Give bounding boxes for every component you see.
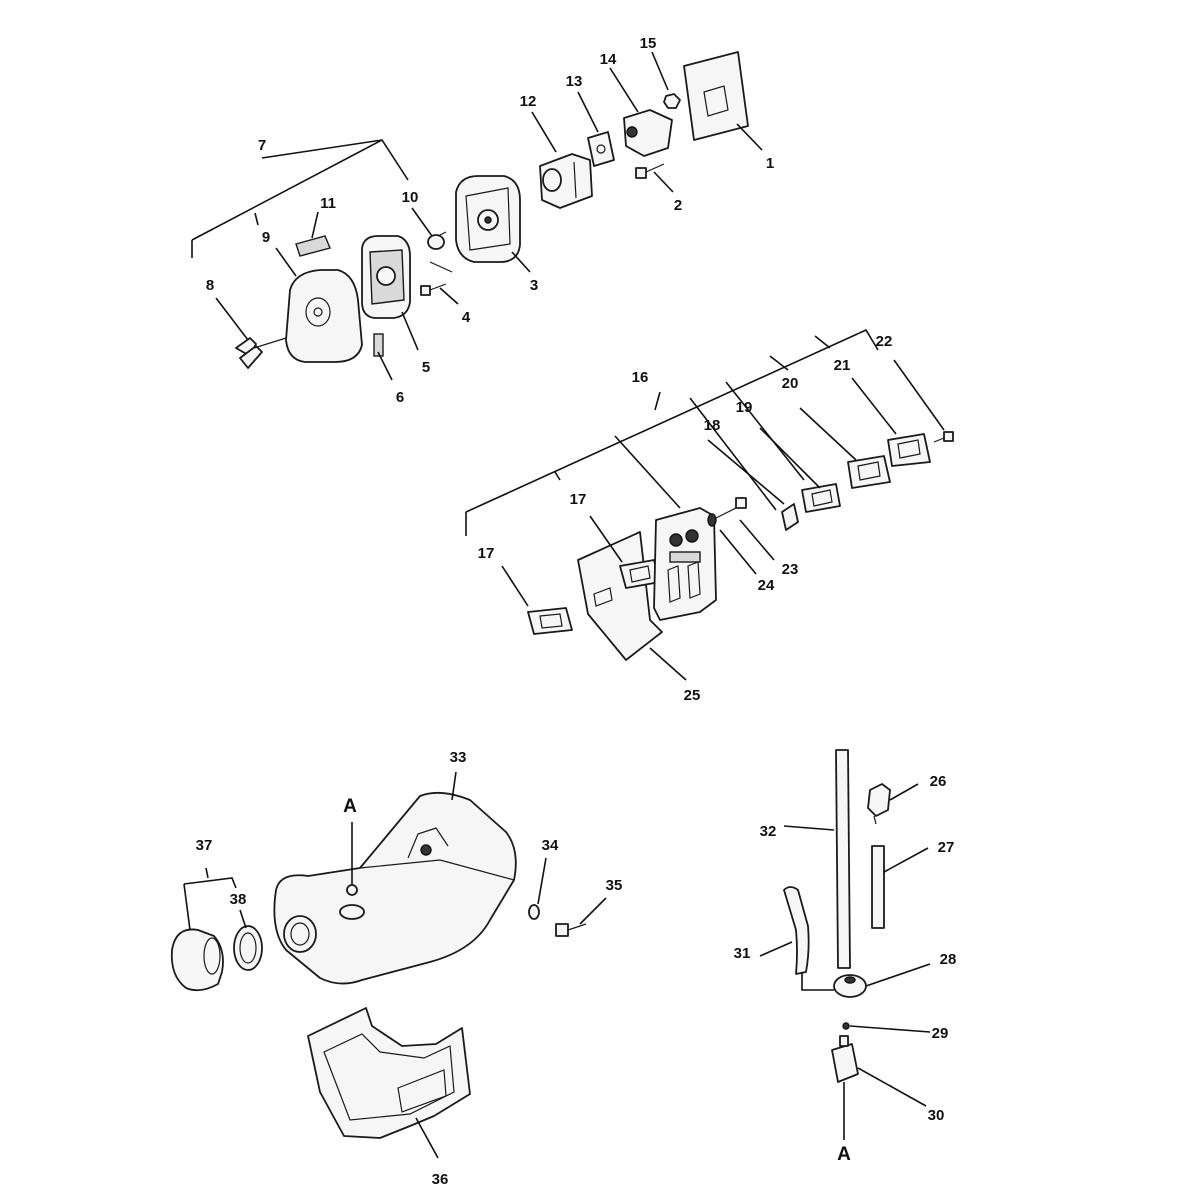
tank-guard	[307, 1007, 471, 1139]
fuel-filter-cap	[867, 783, 891, 825]
choke-plate	[427, 231, 453, 273]
part-label-2: 2	[674, 197, 682, 214]
part-label-36: 36	[432, 1171, 449, 1188]
part-label-38: 38	[230, 891, 247, 908]
part-label-19: 19	[736, 399, 753, 416]
part-label-22: 22	[876, 333, 893, 350]
muffler-bolt	[715, 497, 747, 519]
filter-screw	[420, 283, 447, 296]
part-label-1: 1	[766, 155, 774, 172]
part-label-37: 37	[196, 837, 213, 854]
part-label-33: 33	[450, 749, 467, 766]
air-filter-cover	[285, 269, 363, 363]
fuel-tank	[273, 791, 517, 985]
cylinder-gasket	[683, 51, 749, 141]
fuel-tank-group	[170, 771, 607, 1159]
part-label-17a: 17	[570, 491, 587, 508]
part-label-14: 14	[600, 51, 617, 68]
carburetor-gasket	[587, 131, 615, 167]
part-label-3: 3	[530, 277, 538, 294]
fuel-filter	[831, 1035, 859, 1083]
part-label-21: 21	[834, 357, 851, 374]
exhaust-gasket	[801, 483, 841, 513]
part-label-26: 26	[930, 773, 947, 790]
part-label-35: 35	[606, 877, 623, 894]
part-label-29: 29	[932, 1025, 949, 1042]
heat-shield	[577, 531, 663, 661]
part-label-32: 32	[760, 823, 777, 840]
part-label-25: 25	[684, 687, 701, 704]
part-label-5: 5	[422, 359, 430, 376]
air-filter-element	[361, 235, 411, 319]
cap-gasket	[233, 925, 263, 971]
exhaust-screw	[933, 431, 954, 443]
part-label-20: 20	[782, 375, 799, 392]
part-label-24: 24	[758, 577, 775, 594]
part-label-13: 13	[566, 73, 583, 90]
vent-hose	[783, 886, 810, 975]
washer	[528, 904, 540, 920]
part-label-27: 27	[938, 839, 955, 856]
connector-label-filter: A	[837, 1144, 851, 1165]
part-label-9: 9	[262, 229, 270, 246]
part-label-31: 31	[734, 945, 751, 962]
exhaust-plate	[887, 433, 931, 467]
wing-bolt	[235, 337, 287, 369]
connector-label-tank: A	[343, 796, 357, 817]
part-label-7: 7	[258, 137, 266, 154]
part-label-10: 10	[402, 189, 419, 206]
part-label-11: 11	[320, 195, 336, 212]
muffler	[653, 507, 717, 621]
part-label-34: 34	[542, 837, 559, 854]
fuel-cap	[170, 928, 224, 992]
muffler-plate	[781, 503, 799, 531]
part-labels: 1 2 3 4 5 6 7 8 9 10 11 12 13 14 15 16 1…	[196, 35, 957, 1188]
exhaust-gasket	[847, 455, 891, 489]
sticker	[373, 333, 384, 357]
nut	[663, 93, 681, 109]
part-label-6: 6	[396, 389, 404, 406]
tank-bolt	[555, 923, 587, 937]
fuel-line	[835, 749, 851, 969]
part-label-28: 28	[940, 951, 957, 968]
o-ring	[842, 1022, 850, 1030]
grommet	[833, 974, 867, 998]
carburetor	[539, 153, 593, 209]
part-label-4: 4	[462, 309, 471, 326]
air-filter-base	[455, 175, 521, 263]
lock-washer	[707, 513, 717, 527]
part-label-17b: 17	[478, 545, 495, 562]
return-line	[871, 845, 885, 929]
air-filter-group	[191, 51, 763, 381]
part-label-8: 8	[206, 277, 214, 294]
fuel-line-group	[759, 749, 931, 1140]
part-label-16: 16	[632, 369, 649, 386]
part-label-15: 15	[640, 35, 657, 52]
muffler-gasket	[527, 607, 573, 635]
part-label-12: 12	[520, 93, 537, 110]
bolt	[635, 163, 665, 179]
insulator	[623, 109, 673, 157]
part-label-23: 23	[782, 561, 799, 578]
filter-label	[295, 235, 331, 257]
muffler-group	[465, 328, 954, 681]
part-label-18: 18	[704, 417, 721, 434]
part-label-30: 30	[928, 1107, 945, 1124]
